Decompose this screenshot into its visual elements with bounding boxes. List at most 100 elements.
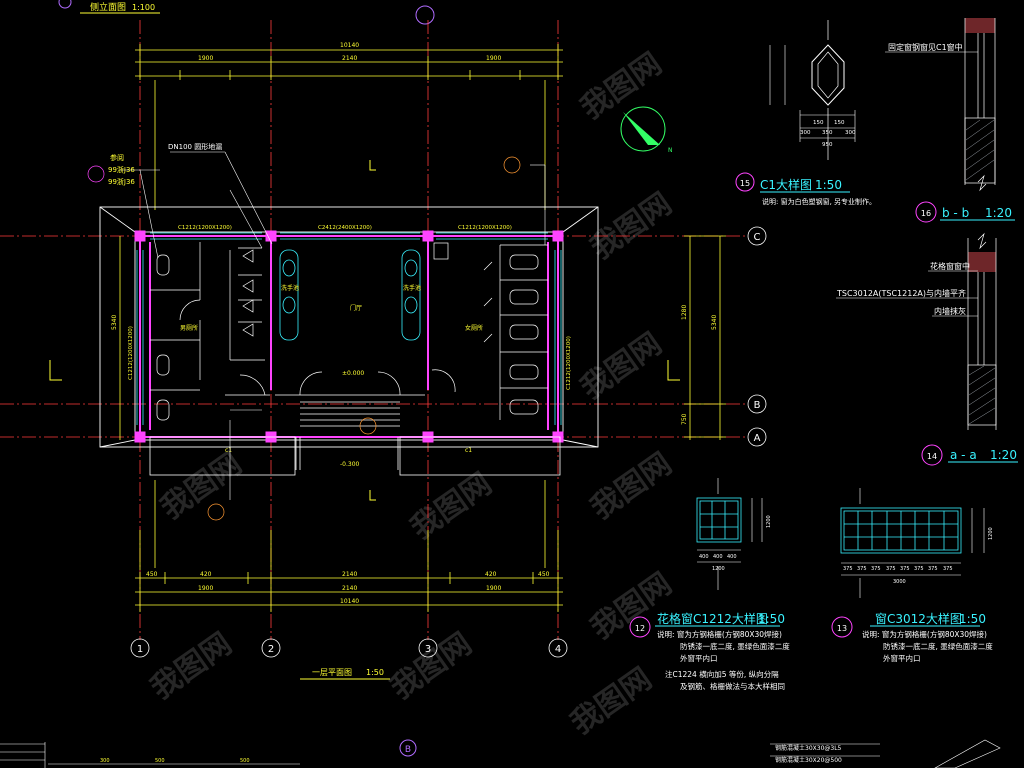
top-dim-text: 10140 1900 2140 1900 <box>198 42 501 62</box>
c3012-dim-5: 375 <box>900 566 910 572</box>
section-marks <box>49 160 680 501</box>
c1-dim-5: 150 <box>834 120 845 126</box>
top-scale: 1:100 <box>132 3 155 12</box>
plan-title: 一层平面图 <box>312 668 352 677</box>
stalls-left <box>150 242 270 421</box>
bottom-axis-label: B <box>405 745 411 755</box>
plan-scale: 1:50 <box>366 668 384 677</box>
bdim-2: 2140 <box>342 585 357 592</box>
door-c1-right: c1 <box>465 447 472 454</box>
axis-labels-bottom: 1 2 3 4 <box>137 644 561 655</box>
detail-ref3: 99浙J36 <box>108 177 135 186</box>
bb-scale: 1:20 <box>985 206 1012 220</box>
door-c1-left: c1 <box>225 447 232 454</box>
axis-label-C: C <box>754 232 761 243</box>
columns <box>134 230 564 443</box>
c3012-dim-4: 375 <box>886 566 896 572</box>
watermark: 我图网 <box>145 626 239 706</box>
c1212-num: 12 <box>635 624 645 633</box>
watermark: 我图网 <box>585 446 679 526</box>
plan-title-block: 一层平面图 1:50 <box>300 668 390 680</box>
c1-dim-3: 350 <box>822 130 833 136</box>
label-c1212-right-side: C1212(1200X1200) <box>566 336 572 390</box>
walls <box>139 235 559 438</box>
axis-label-B: B <box>754 400 761 411</box>
room-hall: 门厅 <box>350 304 362 312</box>
c3012-dim-3: 375 <box>871 566 881 572</box>
label-c1212-left-side: C1212(1200X1200) <box>128 326 134 380</box>
bseg-2: 420 <box>200 571 212 578</box>
right-dim-2: 5340 <box>711 315 718 330</box>
detail-bb: 固定窗钢窗见C1窗中 16 b - b 1:20 <box>885 18 1015 223</box>
c1212-note-5: 及钢筋、格栅做法与本大样相同 <box>680 681 785 691</box>
elev-minus: -0.300 <box>340 461 360 468</box>
floor-plan: 10140 1900 2140 1900 <box>0 20 767 680</box>
top-title: 侧立面图 <box>90 1 126 13</box>
aa-num: 14 <box>927 452 937 461</box>
c1-num: 15 <box>740 179 750 188</box>
dim-right: 1900 <box>486 55 501 62</box>
watermark: 我图网 <box>575 46 669 126</box>
callout-bubbles <box>87 156 521 521</box>
aa-title: a - a <box>950 448 977 462</box>
callout-text: 参阅 99浙J36 99浙J36 DN100 圆形地漏 <box>108 142 222 186</box>
c1212-title: 花格窗C1212大样图 <box>657 611 768 626</box>
bl-dim-2: 500 <box>155 758 165 764</box>
c1212-note-2: 防锈漆一底二度, 墨绿色面漆二度 <box>680 641 790 651</box>
bdim-overall: 10140 <box>340 598 359 605</box>
room-women: 女厕所 <box>465 324 483 332</box>
stalls-right <box>431 242 548 420</box>
c3012-num: 13 <box>837 624 847 633</box>
c1212-note-4: 注C1224 横向加5 等份, 纵向分隔 <box>665 669 779 679</box>
c1-dim-2: 300 <box>800 130 811 136</box>
c3012-dim-2: 375 <box>857 566 867 572</box>
roof-outline <box>99 206 599 448</box>
north-arrow: N <box>620 106 673 154</box>
c3012-total: 3000 <box>893 579 906 585</box>
watermark: 我图网 <box>565 661 659 741</box>
right-dim-1: 1280 <box>681 305 688 320</box>
window-strips <box>136 232 562 425</box>
bl-dim-3: 500 <box>240 758 250 764</box>
room-men: 男厕所 <box>180 324 198 332</box>
bseg-4: 420 <box>485 571 497 578</box>
c3012-scale: 1:50 <box>959 612 986 626</box>
bottom-strip: 300 500 500 B 钢筋混凝土30X30@3L5 钢筋混凝土30X20@… <box>0 739 1001 768</box>
right-dim-text: 1280 5340 750 5340 <box>111 305 718 425</box>
aa-label1: 花格窗窗中 <box>930 261 970 271</box>
c3012-title: 窗C3012大样图 <box>875 611 962 626</box>
window-labels: C1212(1200X1200) C2412(2400X1200) C1212(… <box>128 225 572 390</box>
axis-bubbles-right <box>747 226 767 447</box>
right-dim-3: 750 <box>681 413 688 425</box>
c1212-dim-1: 400 <box>699 554 709 560</box>
right-dimensions <box>119 235 726 440</box>
elev-zero: ±0.000 <box>342 370 364 377</box>
watermark: 我图网 <box>155 446 249 526</box>
sink-right: 洗手池 <box>403 284 421 292</box>
detail-c1: 150 300 350 300 150 950 15 C1大样图 1:50 说明… <box>735 20 876 206</box>
top-dimensions <box>135 44 563 210</box>
axis-label-A: A <box>754 433 761 444</box>
dn100-label: DN100 圆形地漏 <box>168 142 222 151</box>
detail-aa: 花格窗窗中 TSC3012A(TSC1212A)与内墙平齐 内墙抹灰 14 a … <box>836 232 1018 466</box>
c1212-side: 1200 <box>766 515 772 528</box>
detail-ref1: 参阅 <box>110 153 124 162</box>
c3012-side: 1200 <box>988 527 994 540</box>
axis-label-3: 3 <box>425 644 431 655</box>
c3012-dim-8: 375 <box>943 566 953 572</box>
c3012-note-2: 防锈漆一底二度, 墨绿色面漆二度 <box>883 641 993 651</box>
center-hall <box>275 371 425 427</box>
dim-mid: 2140 <box>342 55 357 62</box>
left-dim: 5340 <box>111 315 118 330</box>
dim-left: 1900 <box>198 55 213 62</box>
entry-platforms <box>149 436 561 476</box>
c1-dim-4: 300 <box>845 130 856 136</box>
c1-dim-6: 950 <box>822 142 833 148</box>
bottom-dim-text: 450 420 2140 420 450 1900 2140 1900 1014… <box>146 571 550 605</box>
overall-dim: 10140 <box>340 42 359 49</box>
svg-text:N: N <box>668 147 673 154</box>
bottom-dimensions <box>135 480 563 612</box>
detail-ref2: 99浙J36 <box>108 165 135 174</box>
c1212-note-3: 外窗平内口 <box>680 653 718 663</box>
